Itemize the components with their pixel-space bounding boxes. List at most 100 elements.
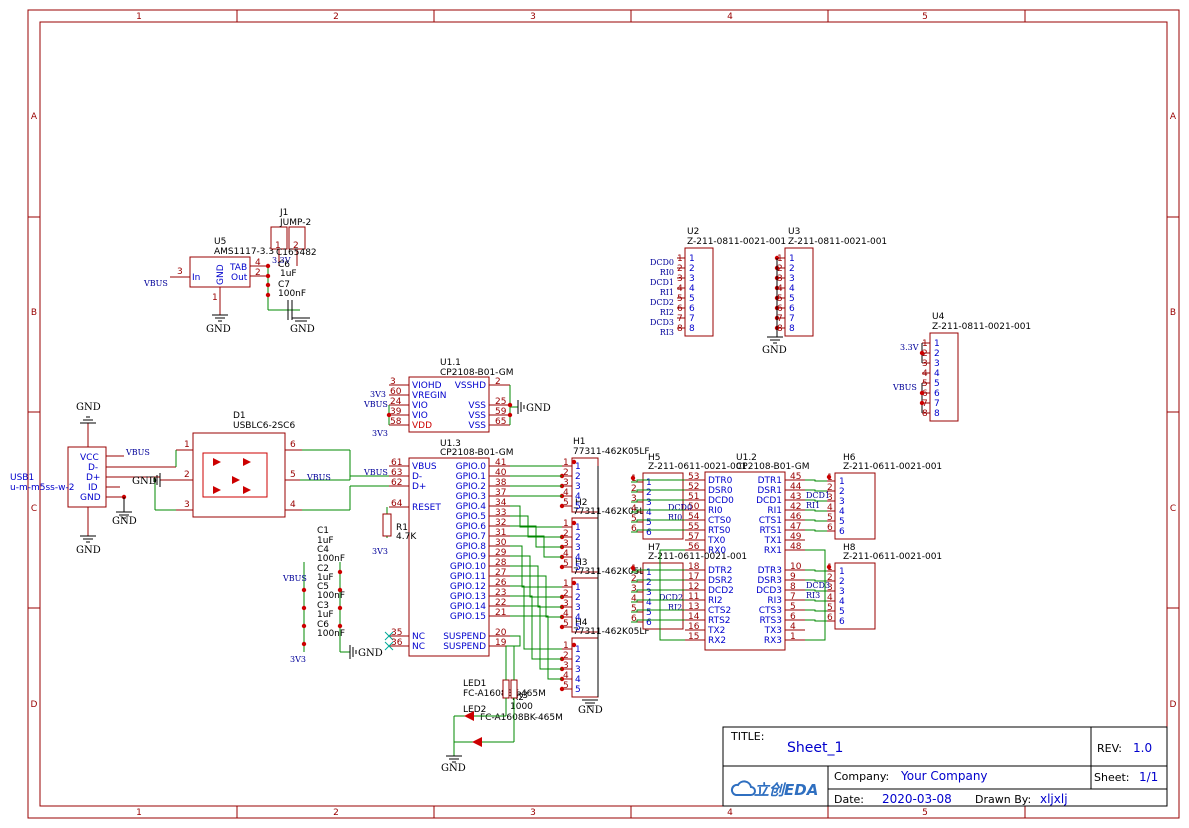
u1-3-pin-num: 23 bbox=[495, 588, 506, 598]
u5-pin-out-num: 2 bbox=[255, 268, 261, 278]
net-wire bbox=[805, 479, 827, 482]
u1-3-pin-num: 30 bbox=[495, 538, 507, 548]
net-label-3v3-u1-1-b: 3V3 bbox=[372, 429, 388, 438]
u1-2-pin-name: DCD3 bbox=[756, 586, 782, 596]
u1-3-pin-name: GPIO.9 bbox=[456, 552, 487, 562]
u1-2-pin-num: 46 bbox=[790, 512, 802, 522]
gnd-d1: GND bbox=[132, 476, 157, 487]
u1-2-pin-name: RX1 bbox=[764, 546, 782, 556]
header-pin-name: 5 bbox=[934, 379, 940, 389]
d1-pin-1: 1 bbox=[184, 440, 190, 450]
header-pin-num: 5 bbox=[677, 294, 683, 304]
usb1-pin-dp: D+ bbox=[86, 473, 100, 483]
cap-c2-value: 1uF bbox=[317, 573, 334, 583]
sheet-label: Sheet: bbox=[1094, 771, 1130, 784]
cap-c4-value: 100nF bbox=[317, 554, 345, 564]
u5-pin-out: Out bbox=[231, 273, 248, 283]
u1-3-value: CP2108-B01-GM bbox=[440, 448, 514, 458]
header-pin-name: 5 bbox=[789, 294, 795, 304]
u1-2-pin-num: 50 bbox=[688, 502, 700, 512]
header-pin-num: 2 bbox=[563, 651, 569, 661]
u1-3-pin-name: SUSPEND bbox=[443, 642, 486, 652]
header-pin-num: 7 bbox=[777, 314, 783, 324]
u1-2-pin-name: RTS2 bbox=[708, 616, 731, 626]
header-pin-num: 5 bbox=[827, 603, 833, 613]
u1-1-pin-name: VIOHD bbox=[412, 381, 442, 391]
net-wire bbox=[805, 549, 826, 641]
u1-1-pin-num: 58 bbox=[390, 417, 402, 427]
header-pin-name: 8 bbox=[689, 324, 695, 334]
h1-value: 77311-462K05LF bbox=[573, 447, 650, 457]
u1-3-pin-num: 33 bbox=[495, 508, 506, 518]
u1-2-pin-num: 57 bbox=[688, 532, 699, 542]
header-pin-name: 5 bbox=[575, 623, 581, 633]
usb1-pin-id: ID bbox=[88, 483, 98, 493]
cap-c5-ref: C5 bbox=[317, 582, 329, 592]
net-wire bbox=[805, 599, 827, 602]
header-pin-num: 5 bbox=[563, 681, 569, 691]
u1-3-pin-name: GPIO.15 bbox=[450, 612, 486, 622]
u1-2-pin-name: TX3 bbox=[764, 626, 782, 636]
header-pin-num: 8 bbox=[922, 409, 928, 419]
u5-pin-in: In bbox=[192, 273, 200, 283]
header-pin-num: 8 bbox=[677, 324, 683, 334]
u1-2-pin-name: TX0 bbox=[707, 536, 726, 546]
header-pin-name: 4 bbox=[934, 369, 940, 379]
net-wire bbox=[631, 519, 685, 523]
net-wire bbox=[805, 569, 827, 572]
usb1-pin-vcc: VCC bbox=[80, 453, 99, 463]
net-wire bbox=[631, 509, 685, 513]
u1-1-pin-name: VSS bbox=[468, 411, 486, 421]
cap-c5-value: 100nF bbox=[317, 591, 345, 601]
u1-2-pin-num: 18 bbox=[688, 562, 700, 572]
sheet-frame: 1 2 3 4 5 1 2 3 4 5 A B C D A B C D bbox=[27, 9, 1180, 819]
cap-c6-ref: C6 bbox=[278, 260, 290, 270]
u1-3-pin-name: D+ bbox=[412, 482, 426, 492]
r1-ref: R1 bbox=[396, 523, 408, 533]
header-pin-num: 2 bbox=[827, 483, 833, 493]
header-pin-name: 3 bbox=[575, 543, 581, 553]
u1-2-pin-name: RI2 bbox=[708, 596, 723, 606]
header-pin-num: 2 bbox=[631, 484, 637, 494]
r2-ref: R2 bbox=[512, 693, 524, 703]
h1-ref: H1 bbox=[573, 437, 586, 447]
junction-dot bbox=[919, 400, 925, 406]
header-pin-num: 5 bbox=[563, 498, 569, 508]
h5-value: Z-211-0611-0021-001 bbox=[648, 462, 747, 472]
net-label-3v3-u1-1: 3V3 bbox=[370, 390, 386, 399]
company-value: Your Company bbox=[900, 769, 988, 783]
header-pin-name: 3 bbox=[689, 274, 695, 284]
u1-3-pin-num: 61 bbox=[391, 458, 402, 468]
u1-2-pin-num: 1 bbox=[790, 632, 796, 642]
u1-2-pin-num: 17 bbox=[688, 572, 699, 582]
h2-ref: H2 bbox=[575, 498, 588, 508]
net-label-dcd: DCD0 bbox=[668, 503, 692, 512]
led1-ref: LED1 bbox=[463, 679, 486, 689]
u1-3-pin-num: 64 bbox=[391, 499, 403, 509]
u1-3-pin-num: 38 bbox=[495, 478, 507, 488]
header-h6: H6 Z-211-0611-0021-001 bbox=[834, 453, 942, 540]
header-pin-num: 4 bbox=[827, 593, 833, 603]
u1-1-pin-name: VSSHD bbox=[455, 381, 486, 391]
net-wire bbox=[510, 595, 562, 660]
u1-2-pin-name: RX0 bbox=[708, 546, 726, 556]
header-pin-name: 8 bbox=[789, 324, 795, 334]
j1-ref: J1 bbox=[279, 208, 288, 218]
header-pin-name: 2 bbox=[839, 487, 845, 497]
u1-2-pin-num: 12 bbox=[688, 582, 699, 592]
u1-3-ref: U1.3 bbox=[440, 439, 461, 449]
net-wire bbox=[805, 489, 827, 492]
zone-col-4: 4 bbox=[727, 12, 733, 22]
net-label-u2: DCD0 bbox=[650, 258, 674, 267]
rev-label: REV: bbox=[1097, 742, 1122, 755]
u1-2-pin-name: DCD0 bbox=[708, 496, 734, 506]
u1-3-pin-name: GPIO.10 bbox=[450, 562, 486, 572]
j1-value: JUMP-2 bbox=[279, 218, 311, 228]
u1-1-pin-num: 2 bbox=[495, 377, 501, 387]
usb1-connector: VCC D- D+ ID GND USB1 u-m-m5ss-w-2 VBUS … bbox=[10, 402, 176, 556]
header-pin-name: 5 bbox=[575, 563, 581, 573]
net-wire bbox=[506, 635, 521, 647]
header-pin-num: 2 bbox=[563, 529, 569, 539]
h3-value: 77311-462K05LF bbox=[573, 567, 650, 577]
header-pin-num: 3 bbox=[563, 599, 569, 609]
